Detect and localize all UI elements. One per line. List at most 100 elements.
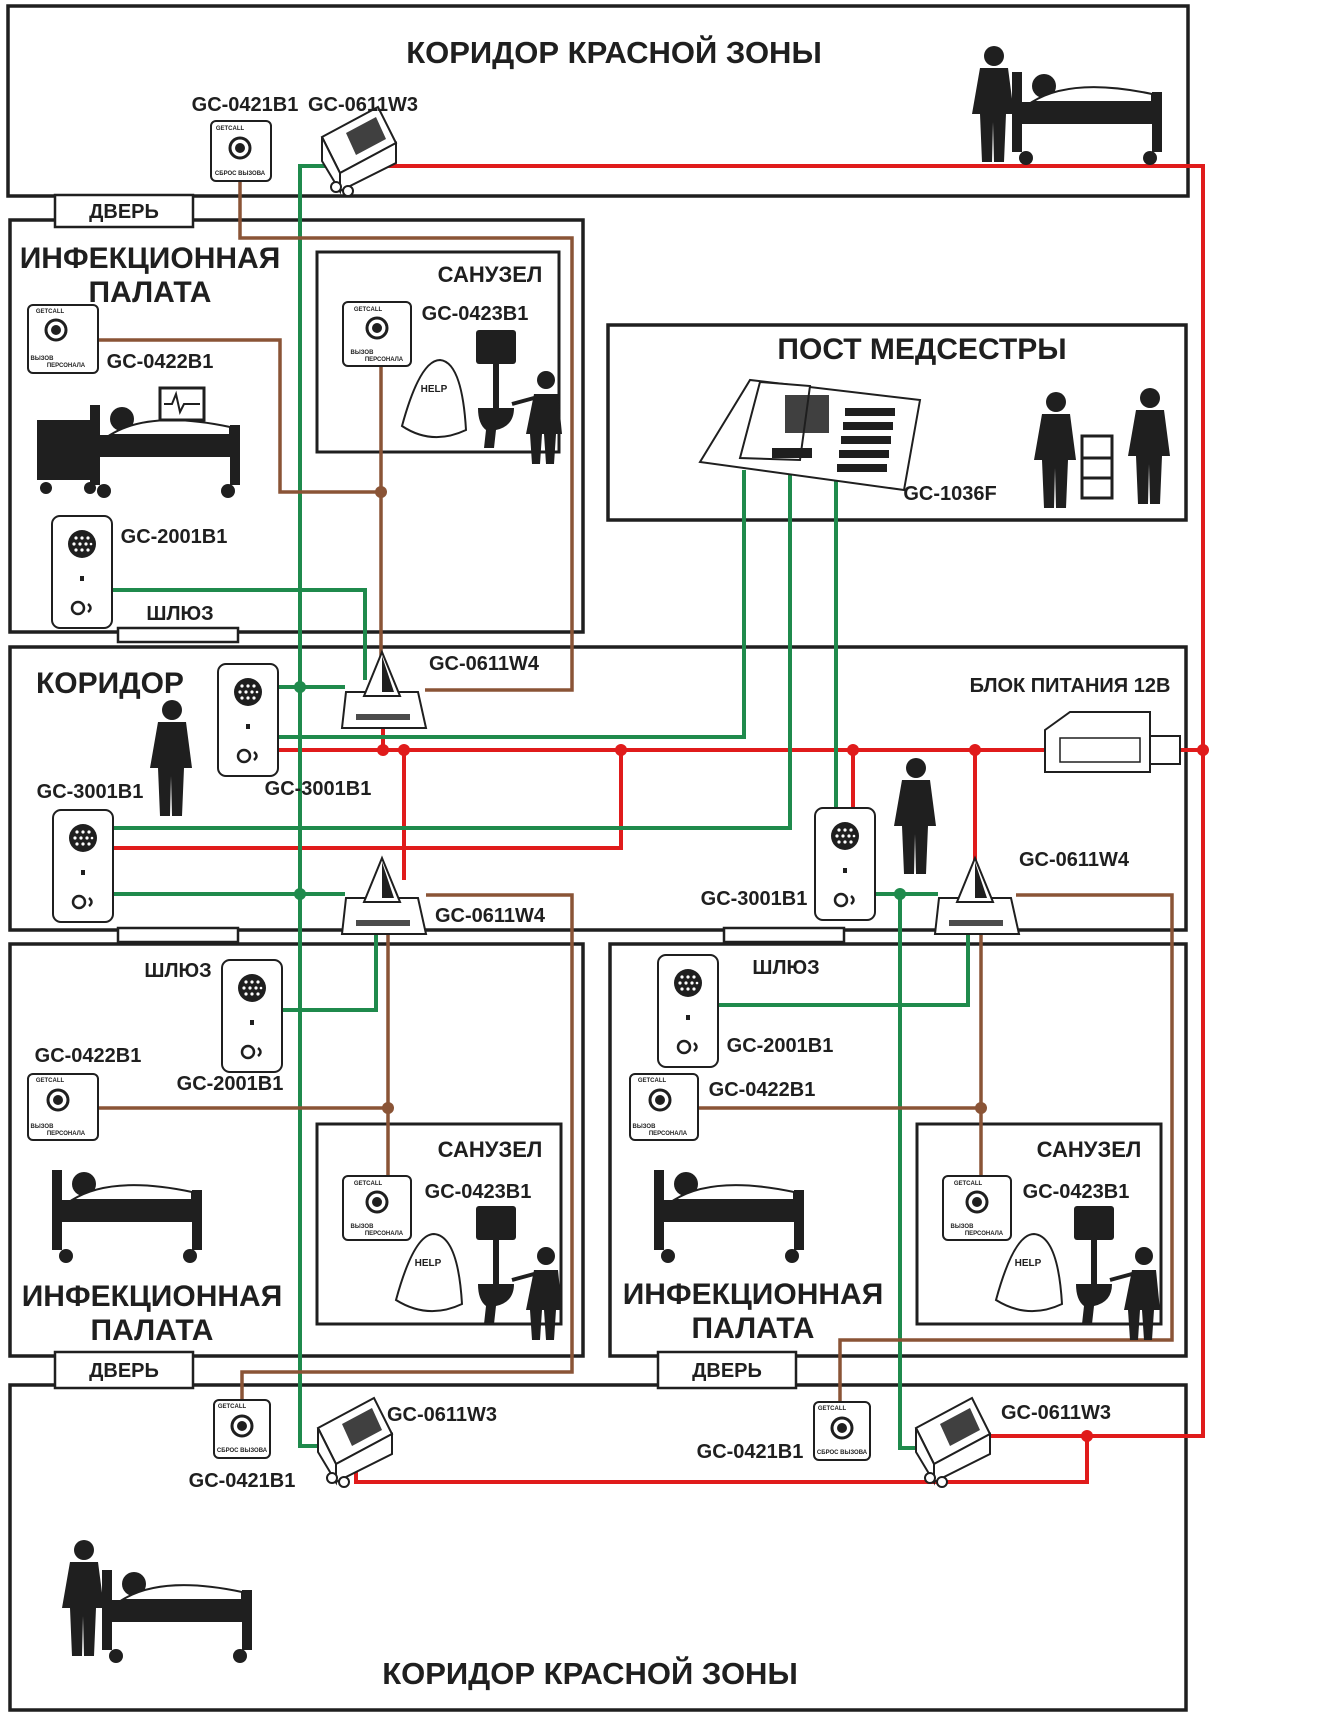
help-pendant-bl: HELP bbox=[394, 1232, 464, 1313]
call-button-br-bath: GETCALL ВЫЗОВ ПЕРСОНАЛА bbox=[942, 1175, 1012, 1241]
patient-bed-icon-bl bbox=[51, 1169, 203, 1264]
call-button-top-ward: GETCALL ВЫЗОВ ПЕРСОНАЛА bbox=[27, 304, 99, 374]
svg-text:СБРОС ВЫЗОВА: СБРОС ВЫЗОВА bbox=[817, 1450, 868, 1456]
svg-text:GETCALL: GETCALL bbox=[218, 1404, 247, 1410]
nurse-icon-2 bbox=[1128, 388, 1170, 504]
svg-text:ДВЕРЬ: ДВЕРЬ bbox=[89, 1360, 159, 1382]
svg-text:GETCALL: GETCALL bbox=[36, 1078, 65, 1084]
call-button-bl-bath: GETCALL ВЫЗОВ ПЕРСОНАЛА bbox=[342, 1175, 412, 1241]
medicine-cart-icon bbox=[1080, 434, 1114, 500]
corridor-room bbox=[8, 645, 1188, 932]
bathroom-top-title: САНУЗЕЛ bbox=[438, 262, 543, 287]
ward-top-title-line1: ИНФЕКЦИОННАЯ bbox=[20, 242, 281, 275]
nurse-console bbox=[698, 378, 922, 492]
nurse-post-room bbox=[606, 323, 1188, 522]
label-bl-hub: GC-0611W3 bbox=[387, 1404, 497, 1426]
label-corridor-panel-3: GC-3001B1 bbox=[701, 888, 808, 910]
ward-br-title-line1: ИНФЕКЦИОННАЯ bbox=[623, 1278, 884, 1311]
hub-w3-top bbox=[321, 106, 397, 197]
nurse-icon-1 bbox=[1034, 392, 1076, 508]
svg-text:ШЛЮЗ: ШЛЮЗ bbox=[146, 603, 213, 625]
hub-w4-corridor-left bbox=[341, 857, 427, 935]
svg-text:ПЕРСОНАЛА: ПЕРСОНАЛА bbox=[965, 1231, 1004, 1237]
svg-text:ВЫЗОВ: ВЫЗОВ bbox=[351, 350, 375, 356]
help-pendant-br: HELP bbox=[994, 1232, 1064, 1313]
label-br-intercom: GC-2001B1 bbox=[727, 1035, 834, 1057]
svg-text:ПЕРСОНАЛА: ПЕРСОНАЛА bbox=[649, 1131, 688, 1137]
svg-text:ПЕРСОНАЛА: ПЕРСОНАЛА bbox=[365, 1231, 404, 1237]
ward-bl-title-line1: ИНФЕКЦИОННАЯ bbox=[22, 1280, 283, 1313]
svg-text:ПЕРСОНАЛА: ПЕРСОНАЛА bbox=[47, 363, 86, 369]
door-bottom-left: ДВЕРЬ bbox=[53, 1350, 195, 1390]
svg-text:GETCALL: GETCALL bbox=[354, 307, 383, 313]
label-corridor-hub-left: GC-0611W4 bbox=[435, 905, 546, 927]
reset-button-top: СБРОС ВЫЗОВА GETCALL bbox=[210, 120, 272, 182]
help-pendant-top: HELP bbox=[400, 358, 468, 439]
ward-br-title-line2: ПАЛАТА bbox=[692, 1312, 815, 1345]
junction-dots bbox=[294, 486, 1209, 1442]
intercom-top-ward bbox=[50, 514, 114, 630]
toilet-icon-br bbox=[1072, 1204, 1162, 1342]
corridor-panel-2 bbox=[51, 808, 115, 924]
svg-text:GETCALL: GETCALL bbox=[638, 1078, 667, 1084]
svg-text:GETCALL: GETCALL bbox=[954, 1181, 983, 1187]
label-corridor-panel-1: GC-3001B1 bbox=[265, 778, 372, 800]
label-nurse-console: GC-1036F bbox=[903, 483, 996, 505]
toilet-icon-bl bbox=[474, 1204, 564, 1342]
hub-w4-corridor-right bbox=[934, 857, 1020, 935]
svg-text:GETCALL: GETCALL bbox=[36, 309, 65, 315]
call-button-bl-ward: GETCALL ВЫЗОВ ПЕРСОНАЛА bbox=[27, 1073, 99, 1141]
call-button-top-bath: GETCALL ВЫЗОВ ПЕРСОНАЛА bbox=[342, 301, 412, 367]
ward-top-title-line2: ПАЛАТА bbox=[89, 276, 212, 309]
intercom-br-ward bbox=[656, 953, 720, 1069]
call-wires bbox=[98, 180, 1174, 1402]
label-top-bath-call: GC-0423B1 bbox=[422, 303, 529, 325]
data-wires bbox=[110, 164, 970, 1450]
svg-text:HELP: HELP bbox=[421, 384, 448, 395]
medical-equipment-icon bbox=[37, 386, 206, 494]
doctor-icon-right bbox=[894, 758, 936, 874]
label-top-reset: GC-0421B1 bbox=[192, 94, 299, 116]
label-top-intercom: GC-2001B1 bbox=[121, 526, 228, 548]
reset-button-br: СБРОС ВЫЗОВА GETCALL bbox=[813, 1401, 871, 1461]
corridor-panel-1 bbox=[216, 662, 280, 778]
label-top-hub: GC-0611W3 bbox=[308, 94, 418, 116]
svg-text:ШЛЮЗ: ШЛЮЗ bbox=[752, 957, 819, 979]
label-bl-bath-call: GC-0423B1 bbox=[425, 1181, 532, 1203]
svg-text:ВЫЗОВ: ВЫЗОВ bbox=[633, 1124, 657, 1130]
label-bl-ward-call: GC-0422B1 bbox=[35, 1045, 142, 1067]
svg-text:GETCALL: GETCALL bbox=[354, 1181, 383, 1187]
bathroom-br-title: САНУЗЕЛ bbox=[1037, 1137, 1142, 1162]
label-br-reset: GC-0421B1 bbox=[697, 1441, 804, 1463]
label-corridor-hub-top: GC-0611W4 bbox=[429, 653, 540, 675]
svg-text:HELP: HELP bbox=[1015, 1258, 1042, 1269]
top-corridor-title: КОРИДОР КРАСНОЙ ЗОНЫ bbox=[406, 34, 822, 70]
patient-bed-icon-br bbox=[653, 1169, 805, 1264]
gurney-icon-top bbox=[972, 46, 1163, 166]
gurney-icon-bottom bbox=[62, 1540, 253, 1664]
label-power-supply: БЛОК ПИТАНИЯ 12В bbox=[970, 675, 1171, 697]
label-br-ward-call: GC-0422B1 bbox=[709, 1079, 816, 1101]
svg-text:ВЫЗОВ: ВЫЗОВ bbox=[951, 1224, 975, 1230]
label-corridor-hub-right: GC-0611W4 bbox=[1019, 849, 1130, 871]
bottom-corridor-title: КОРИДОР КРАСНОЙ ЗОНЫ bbox=[382, 1655, 798, 1691]
hub-w4-corridor-top bbox=[341, 651, 427, 729]
infectious-ward-bottom-left bbox=[8, 942, 585, 1358]
bathroom-bottom-left bbox=[315, 1122, 563, 1326]
label-bl-intercom: GC-2001B1 bbox=[177, 1073, 284, 1095]
svg-text:ВЫЗОВ: ВЫЗОВ bbox=[31, 356, 55, 362]
svg-text:ПЕРСОНАЛА: ПЕРСОНАЛА bbox=[365, 357, 404, 363]
svg-text:СБРОС ВЫЗОВА: СБРОС ВЫЗОВА bbox=[217, 1448, 268, 1454]
toilet-icon-top bbox=[474, 328, 564, 466]
airlock-bottom-right: ШЛЮЗ bbox=[722, 926, 846, 979]
power-supply bbox=[1044, 711, 1181, 773]
hub-w3-bottom-right bbox=[915, 1397, 991, 1488]
reset-button-bl: СБРОС ВЫЗОВА GETCALL bbox=[213, 1399, 271, 1459]
red-zone-corridor-top bbox=[6, 4, 1190, 198]
ward-bl-title-line2: ПАЛАТА bbox=[91, 1314, 214, 1347]
red-zone-corridor-bottom bbox=[8, 1383, 1188, 1712]
bathroom-bottom-right bbox=[915, 1122, 1163, 1326]
corridor-title: КОРИДОР bbox=[36, 667, 184, 700]
svg-text:ШЛЮЗ: ШЛЮЗ bbox=[144, 960, 211, 982]
